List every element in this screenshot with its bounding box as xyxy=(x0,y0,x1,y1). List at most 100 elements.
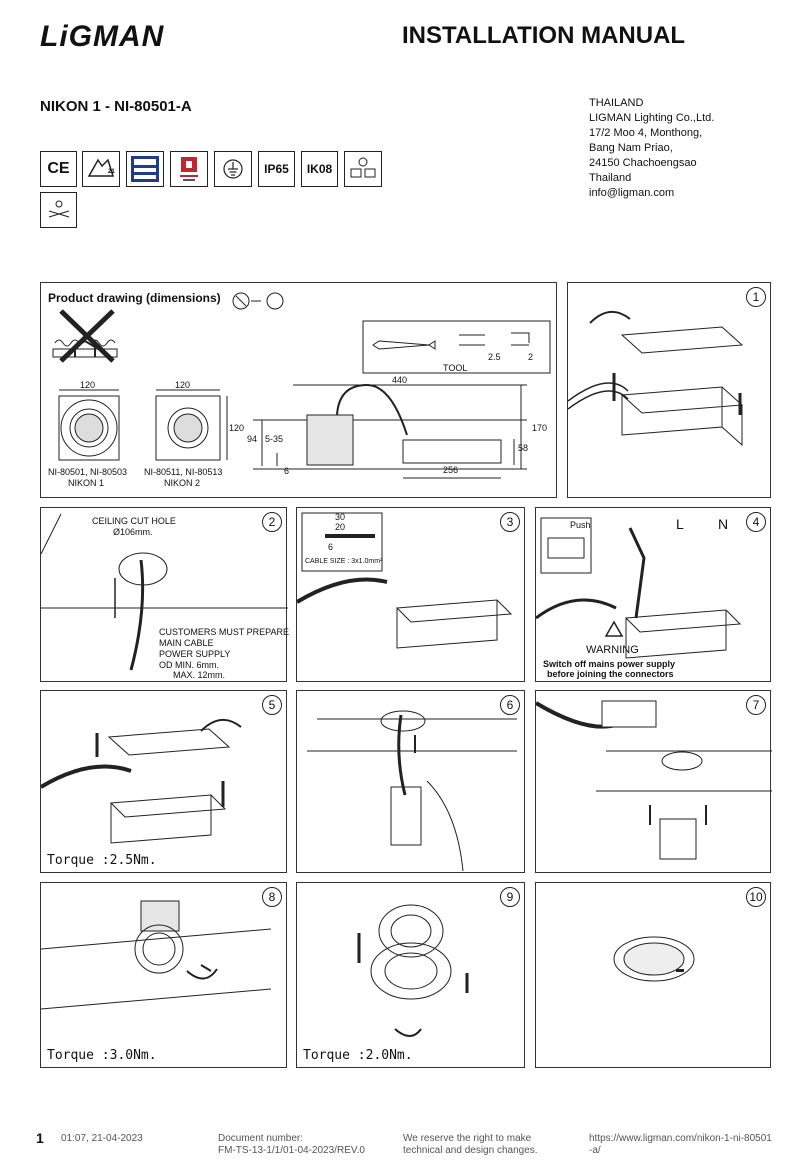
step-3-panel: 30 20 6 CABLE SIZE : 3x1.0mm² 3 xyxy=(296,507,525,682)
address-line: 24150 Chachoengsao xyxy=(589,157,697,169)
step-6-illustration xyxy=(307,710,517,872)
ik08-badge: IK08 xyxy=(301,151,338,187)
nikon2-name: NIKON 2 xyxy=(164,478,201,488)
address-line: Thailand xyxy=(589,172,632,184)
document-number-value: FM-TS-13-1/1/01-04-2023/REV.0 xyxy=(218,1145,365,1156)
address-line: 17/2 Moo 4, Monthong, xyxy=(589,127,703,139)
brand-logo: LiGMAN xyxy=(40,20,165,53)
step-number: 7 xyxy=(746,695,766,715)
document-number-label: Document number: xyxy=(218,1133,304,1144)
step-10-illustration xyxy=(613,936,695,982)
step-5-illustration xyxy=(41,719,242,844)
ce-mark-icon: CE xyxy=(40,151,77,187)
warning-text-line: Switch off mains power supply xyxy=(543,659,676,669)
nikon1-width: 120 xyxy=(80,380,96,390)
ip65-badge: IP65 xyxy=(258,151,295,187)
tool-dim-1: 2.5 xyxy=(488,352,501,362)
address-line: Bang Nam Priao, xyxy=(589,142,673,154)
url-line[interactable]: -a/ xyxy=(589,1145,601,1156)
product-name: NIKON 1 - NI-80501-A xyxy=(40,98,192,115)
torque-label: Torque :2.0Nm. xyxy=(303,1048,413,1063)
drawing-title: Product drawing (dimensions) xyxy=(48,291,221,305)
address-email: info@ligman.com xyxy=(589,187,675,199)
warning-text-line: before joining the connectors xyxy=(547,669,674,679)
step-5-panel: Torque :2.5Nm. 5 xyxy=(40,690,287,873)
strip-dim-6: 6 xyxy=(328,542,334,552)
safety-mark-icon xyxy=(170,151,208,187)
step-number: 5 xyxy=(262,695,282,715)
nikon2-height: 120 xyxy=(229,423,245,433)
side-total-length: 440 xyxy=(392,375,408,385)
cable-note-line: MAIN CABLE xyxy=(159,638,214,648)
nikon1-models: NI-80501, NI-80503 xyxy=(48,467,128,477)
earth-ground-icon xyxy=(214,151,252,187)
step-8-illustration xyxy=(41,900,272,1010)
step-10-panel: 10 xyxy=(535,882,771,1068)
side-depth: 94 xyxy=(247,434,258,444)
push-label: Push xyxy=(570,520,591,530)
installation-distance-icon xyxy=(40,192,77,228)
furniture-mark-icon: 21 xyxy=(82,151,120,187)
company-address: THAILAND LIGMAN Lighting Co.,Ltd. 17/2 M… xyxy=(589,96,714,201)
torque-label: Torque :3.0Nm. xyxy=(47,1048,157,1063)
torque-label: Torque :2.5Nm. xyxy=(47,853,157,868)
nikon2-models: NI-80511, NI-80513 xyxy=(144,467,223,477)
nikon2-width: 120 xyxy=(175,380,191,390)
step-number: 9 xyxy=(500,887,520,907)
step-number: 8 xyxy=(262,887,282,907)
cable-note-line: CUSTOMERS MUST PREPARE xyxy=(159,627,290,637)
tool-label: TOOL xyxy=(443,363,468,373)
step-8-panel: Torque :3.0Nm. 8 xyxy=(40,882,287,1068)
iecee-cb-scheme-icon xyxy=(126,151,164,187)
temperature-range-icon xyxy=(344,151,382,187)
cable-size-label: CABLE SIZE : 3x1.0mm² xyxy=(305,558,383,565)
rights-notice: We reserve the right to make technical a… xyxy=(403,1133,538,1157)
rights-line: technical and design changes. xyxy=(403,1145,538,1156)
step-4-panel: Push L N WARNING Switch off mains power … xyxy=(535,507,771,682)
document-number: Document number: FM-TS-13-1/1/01-04-2023… xyxy=(218,1133,365,1157)
step-number: 2 xyxy=(262,512,282,532)
address-line: LIGMAN Lighting Co.,Ltd. xyxy=(589,112,715,124)
cable-note-line: POWER SUPPLY xyxy=(159,649,231,659)
side-height: 170 xyxy=(532,423,548,433)
neutral-terminal-label: N xyxy=(718,516,729,532)
cable-note-line: MAX. 12mm. xyxy=(173,670,226,680)
side-range: 5-35 xyxy=(265,434,284,444)
step-3-illustration xyxy=(297,512,513,649)
step-9-illustration xyxy=(357,904,469,1037)
product-dimension-drawing xyxy=(52,292,551,479)
product-url-link[interactable]: https://www.ligman.com/nikon-1-ni-80501 … xyxy=(589,1133,772,1157)
step-4-illustration xyxy=(536,517,742,659)
cable-note-line: OD MIN. 6mm. xyxy=(159,660,219,670)
side-box-length: 256 xyxy=(443,465,459,475)
document-title: INSTALLATION MANUAL xyxy=(402,22,686,49)
nikon1-name: NIKON 1 xyxy=(68,478,105,488)
step-6-panel: 6 xyxy=(296,690,525,873)
warning-title: WARNING xyxy=(586,644,639,656)
print-datetime: 01:07, 21-04-2023 xyxy=(61,1133,143,1144)
tool-dim-2: 2 xyxy=(528,352,534,362)
strip-dim-30: 30 xyxy=(335,512,346,522)
step-1-illustration xyxy=(568,311,744,447)
rights-line: We reserve the right to make xyxy=(403,1133,532,1144)
step-7-illustration xyxy=(536,700,772,860)
step-1-panel: 1 xyxy=(567,282,771,498)
step-number: 6 xyxy=(500,695,520,715)
step-number: 1 xyxy=(746,287,766,307)
step-number: 4 xyxy=(746,512,766,532)
page-number: 1 xyxy=(36,1130,44,1146)
live-terminal-label: L xyxy=(676,516,684,532)
side-small: 6 xyxy=(284,466,290,476)
product-drawing-panel: Product drawing (dimensions) xyxy=(40,282,557,498)
step-2-panel: CEILING CUT HOLE Ø106mm. CUSTOMERS MUST … xyxy=(40,507,290,682)
ceiling-cut-label: CEILING CUT HOLE xyxy=(92,516,176,526)
strip-dim-20: 20 xyxy=(335,522,346,532)
url-line[interactable]: https://www.ligman.com/nikon-1-ni-80501 xyxy=(589,1133,772,1144)
step-number: 3 xyxy=(500,512,520,532)
address-line: THAILAND xyxy=(589,97,644,109)
step-9-panel: Torque :2.0Nm. 9 xyxy=(296,882,525,1068)
step-2-illustration xyxy=(41,513,288,671)
step-number: 10 xyxy=(746,887,766,907)
step-7-panel: 7 xyxy=(535,690,772,873)
side-box-height: 58 xyxy=(518,443,529,453)
